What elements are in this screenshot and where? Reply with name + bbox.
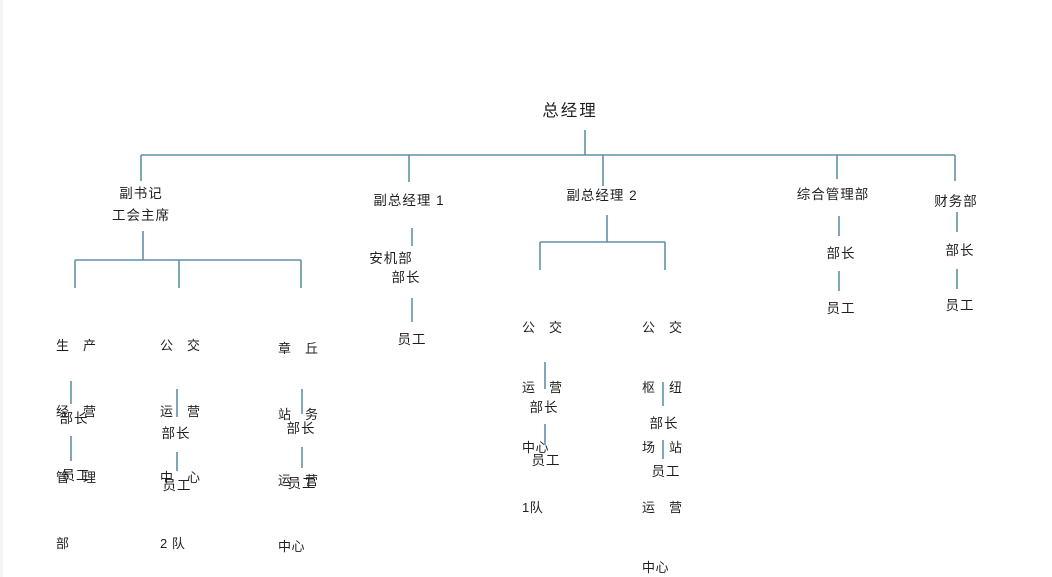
- bus-team2-line1: 公 交: [160, 338, 201, 353]
- zhangqiu-line2: 站 务: [278, 407, 319, 422]
- node-anji-dept: 安机部: [369, 251, 413, 266]
- zhangqiu-minister-label: 部长: [286, 421, 316, 436]
- production-line3: 管 理: [56, 470, 97, 485]
- finance-minister-label: 部长: [945, 243, 975, 258]
- bus-team2-staff-label: 员工: [162, 478, 192, 493]
- anji-minister-label: 部长: [391, 270, 421, 285]
- general-admin-minister-label: 部长: [826, 246, 856, 261]
- production-line2: 经 营: [56, 404, 97, 419]
- bus-team2-minister-label: 部长: [161, 426, 191, 441]
- production-minister-label: 部长: [59, 411, 89, 426]
- node-production-mgmt-dept: 生 产 经 营 管 理 部: [56, 291, 97, 577]
- bus-team1-staff-label: 员工: [531, 453, 561, 468]
- node-deputy-gm1: 副总经理 1: [373, 193, 445, 208]
- bus-team2-line2: 运 营: [160, 404, 201, 419]
- node-bus-center-team1: 公 交 运 营 中心 1队: [522, 278, 563, 558]
- bus-team2-line4: 2 队: [160, 536, 186, 551]
- zhangqiu-line1: 章 丘: [278, 341, 319, 356]
- deputy-secretary-line2: 工会主席: [112, 208, 170, 223]
- node-finance-dept: 财务部: [934, 194, 978, 209]
- bus-team1-line3: 中心: [522, 440, 550, 455]
- node-hub-station-center: 公 交 枢 纽 场 站 运 营 中心: [642, 278, 683, 577]
- bus-team2-line3: 中 心: [160, 470, 201, 485]
- bus-team1-minister-label: 部长: [529, 400, 559, 415]
- hub-staff-label: 员工: [651, 464, 681, 479]
- node-bus-center-team2: 公 交 运 营 中 心 2 队: [160, 291, 201, 577]
- hub-line1: 公 交: [642, 320, 683, 335]
- production-line1: 生 产: [56, 338, 97, 353]
- bus-team1-line2: 运 营: [522, 380, 563, 395]
- bus-team1-line1: 公 交: [522, 320, 563, 335]
- node-deputy-gm2: 副总经理 2: [566, 188, 638, 203]
- node-zhangqiu-station-center: 章 丘 站 务 运 营 中心: [278, 294, 319, 577]
- page-left-edge: [0, 0, 3, 577]
- hub-line5: 中心: [642, 560, 670, 575]
- production-line4: 部: [56, 536, 70, 551]
- production-staff-label: 员工: [61, 468, 91, 483]
- deputy-secretary-line1: 副书记: [119, 186, 163, 201]
- node-deputy-secretary: 副书记 工会主席: [112, 183, 170, 227]
- zhangqiu-line4: 中心: [278, 539, 306, 554]
- node-general-manager: 总经理: [542, 102, 598, 120]
- node-general-admin-dept: 综合管理部: [796, 187, 870, 202]
- general-admin-staff-label: 员工: [826, 301, 856, 316]
- hub-line4: 运 营: [642, 500, 683, 515]
- zhangqiu-staff-label: 员工: [287, 476, 317, 491]
- hub-minister-label: 部长: [649, 416, 679, 431]
- zhangqiu-line3: 运 营: [278, 473, 319, 488]
- anji-staff-label: 员工: [397, 332, 427, 347]
- finance-staff-label: 员工: [945, 298, 975, 313]
- hub-line3: 场 站: [642, 440, 683, 455]
- bus-team1-line4: 1队: [522, 500, 544, 515]
- hub-line2: 枢 纽: [642, 380, 683, 395]
